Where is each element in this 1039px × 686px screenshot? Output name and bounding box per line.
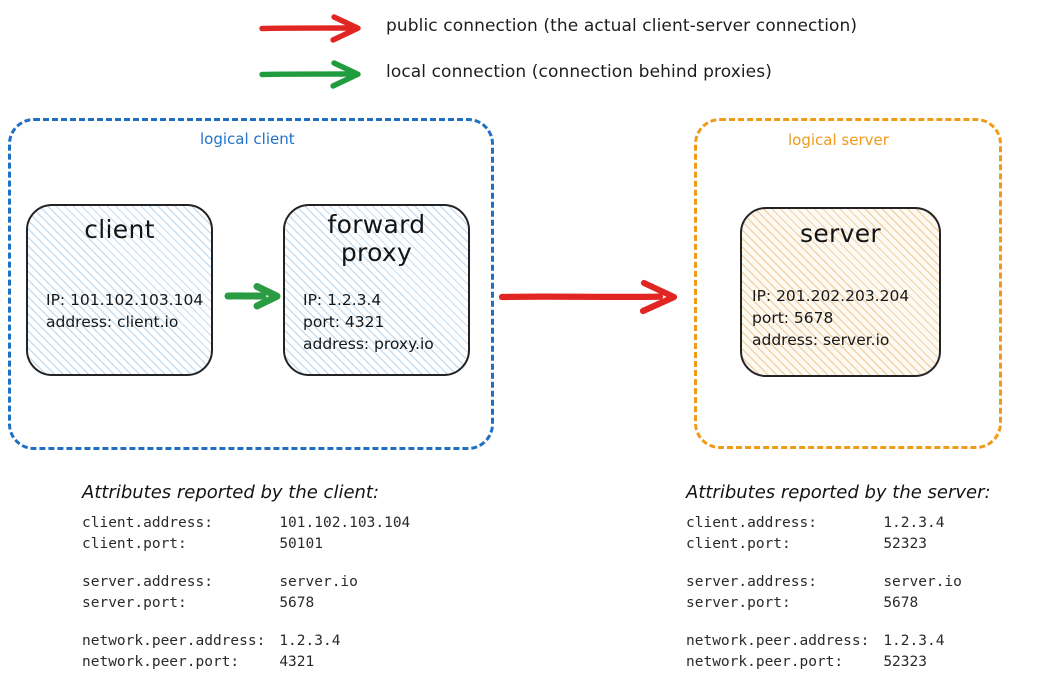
attr-key: network.peer.port: [686,654,844,671]
proxy-to-server-arrow [498,277,688,317]
row-spacer [686,556,962,572]
client-attributes-heading: Attributes reported by the client: [82,482,380,503]
server-attributes-heading: Attributes reported by the server: [686,482,991,503]
table-row: network.peer.port: 4321 [82,652,410,673]
server-node-title: server [800,219,881,248]
table-row: server.port: 5678 [686,593,962,614]
logical-server-zone [694,118,1002,449]
server-node-details: IP: 201.202.203.204 port: 5678 address: … [752,287,910,349]
attr-value: 101.102.103.104 [279,515,411,531]
green-arrow-icon [258,58,368,90]
forward-proxy-node [283,204,470,376]
table-row: client.port: 50101 [82,534,410,555]
attr-key: server.port: [82,595,187,612]
forward-proxy-node-title: forward proxy [327,210,426,267]
table-row: network.peer.port: 52323 [686,652,962,673]
attr-key: network.peer.address: [82,632,266,649]
attr-value: 52323 [883,536,927,553]
attr-value: server.io [279,573,358,590]
attr-value: 52323 [883,654,927,671]
row-spacer [686,615,962,631]
attr-value: 1.2.3.4 [279,632,341,649]
server-attributes-table: client.address: 1.2.3.4 client.port: 523… [686,513,962,674]
attr-key: network.peer.port: [82,654,240,671]
table-row: network.peer.address: 1.2.3.4 [82,631,410,652]
attr-value: server.io [883,573,962,590]
server-attributes-panel: Attributes reported by the server: clien… [686,482,991,674]
table-row: network.peer.address: 1.2.3.4 [686,631,962,652]
table-row: client.port: 52323 [686,534,962,555]
red-arrow-icon [258,12,368,44]
attr-key: server.address: [82,573,213,590]
client-node-title: client [84,215,155,244]
attr-key: client.port: [82,536,187,553]
client-node [26,204,213,376]
forward-proxy-node-details: IP: 1.2.3.4 port: 4321 address: proxy.io [303,291,434,353]
client-attributes-table: client.address: 101.102.103.104 client.p… [82,513,410,674]
legend-label-public: public connection (the actual client-ser… [386,16,858,36]
logical-client-zone [8,118,494,450]
client-node-details: IP: 101.102.103.104 address: client.io [46,291,204,331]
legend-label-local: local connection (connection behind prox… [386,62,772,82]
table-row: client.address: 101.102.103.104 [82,513,410,534]
table-row: server.address: server.io [82,572,410,593]
attr-value: 1.2.3.4 [883,515,945,531]
logical-server-zone-label: logical server [788,131,889,149]
row-spacer [82,556,410,572]
client-attributes-panel: Attributes reported by the client: clien… [82,482,410,674]
attr-value: 1.2.3.4 [883,632,945,649]
logical-client-zone-label: logical client [200,130,295,148]
table-row: client.address: 1.2.3.4 [686,513,962,534]
server-node [740,207,941,377]
row-spacer [82,615,410,631]
client-to-proxy-arrow [224,281,287,311]
attr-key: client.address: [686,515,817,531]
attr-key: server.port: [686,595,791,612]
attr-value: 5678 [279,595,315,612]
table-row: server.port: 5678 [82,593,410,614]
attr-value: 5678 [883,595,919,612]
attr-key: client.port: [686,536,791,553]
attr-key: network.peer.address: [686,632,870,649]
attr-value: 4321 [279,654,315,671]
table-row: server.address: server.io [686,572,962,593]
attr-key: client.address: [82,515,213,531]
attr-key: server.address: [686,573,817,590]
attr-value: 50101 [279,536,323,553]
